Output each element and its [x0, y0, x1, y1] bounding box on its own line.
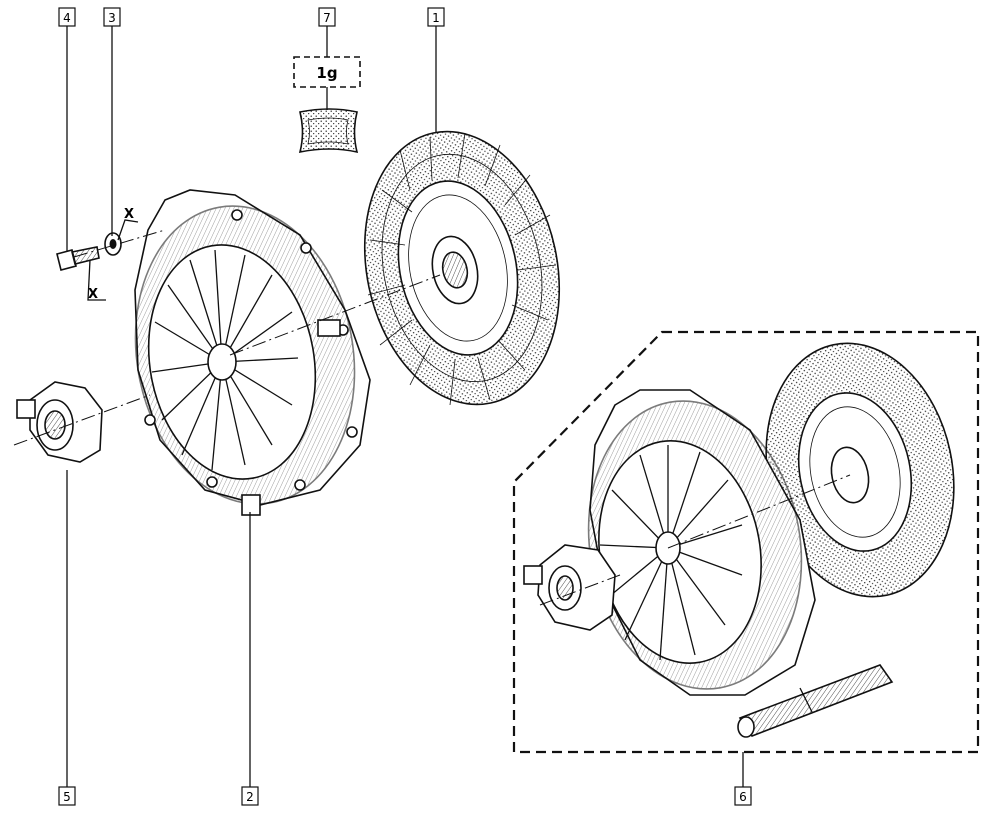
washer [104, 232, 122, 256]
grease-quantity-box: 1g [293, 56, 361, 88]
callout-4-label: 4 [63, 11, 71, 25]
torque-mark-washer-label: X [124, 207, 134, 222]
grease-sachet [298, 108, 359, 154]
kit-release-bearing [523, 544, 616, 631]
callout-1-label: 1 [432, 11, 440, 25]
callout-1: 1 [427, 7, 445, 27]
callout-4: 4 [58, 7, 76, 27]
kit-pressure-plate [587, 389, 816, 696]
callout-7: 7 [318, 7, 336, 27]
grease-quantity-label: 1g [316, 64, 337, 82]
clutch-disc [363, 130, 561, 406]
assembly-axis-lines [13, 229, 851, 606]
screw [56, 246, 100, 271]
callout-2: 2 [241, 786, 259, 806]
kit-centering-tool [737, 664, 894, 738]
torque-mark-screw-label: X [88, 287, 98, 302]
release-bearing [16, 381, 103, 463]
callout-7-label: 7 [323, 11, 331, 25]
leader-lines [66, 26, 744, 787]
callout-5: 5 [58, 786, 76, 806]
torque-mark-washer: X [117, 207, 139, 241]
pressure-plate [134, 189, 371, 516]
callout-3: 3 [103, 7, 121, 27]
callout-3-label: 3 [108, 11, 116, 25]
callout-6-label: 6 [739, 790, 747, 804]
callout-5-label: 5 [63, 790, 71, 804]
kit-outline [512, 330, 980, 754]
callout-2-label: 2 [246, 790, 254, 804]
torque-mark-screw: X [87, 259, 106, 302]
callout-6: 6 [734, 786, 752, 806]
kit-clutch-disc [765, 342, 955, 598]
